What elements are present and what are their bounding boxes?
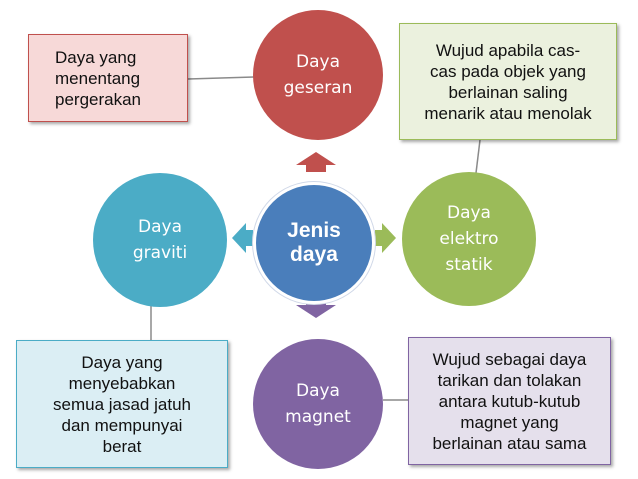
note-text: Daya yang menentang pergerakan bbox=[55, 47, 142, 109]
node-daya-elektrostatik: Daya elektro statik bbox=[402, 172, 536, 306]
arrow-left-icon bbox=[232, 223, 253, 253]
note-daya-elektrostatik: Wujud apabila cas- cas pada objek yang b… bbox=[399, 23, 617, 140]
connector-top-right bbox=[475, 139, 481, 174]
node-label: Daya magnet bbox=[285, 381, 351, 427]
arrow-right-icon bbox=[375, 223, 396, 253]
note-text: Wujud sebagai daya tarikan dan tolakan a… bbox=[432, 349, 587, 453]
arrow-up-icon bbox=[296, 152, 336, 172]
node-label: Daya geseran bbox=[283, 52, 353, 98]
center-label: Jenis daya bbox=[287, 219, 341, 266]
node-daya-magnet: Daya magnet bbox=[253, 339, 383, 469]
node-label: Daya graviti bbox=[132, 217, 188, 263]
note-text: Daya yang menyebabkan semua jasad jatuh … bbox=[53, 352, 191, 456]
node-daya-geseran: Daya geseran bbox=[253, 10, 383, 140]
node-daya-graviti: Daya graviti bbox=[93, 173, 227, 307]
note-daya-geseran: Daya yang menentang pergerakan bbox=[28, 34, 188, 122]
node-label: Daya elektro statik bbox=[439, 203, 499, 275]
note-daya-graviti: Daya yang menyebabkan semua jasad jatuh … bbox=[16, 340, 228, 468]
connector-top-left bbox=[187, 76, 255, 80]
note-text: Wujud apabila cas- cas pada objek yang b… bbox=[424, 40, 592, 123]
note-daya-magnet: Wujud sebagai daya tarikan dan tolakan a… bbox=[408, 337, 611, 465]
center-node-jenis-daya: Jenis daya bbox=[253, 182, 375, 304]
